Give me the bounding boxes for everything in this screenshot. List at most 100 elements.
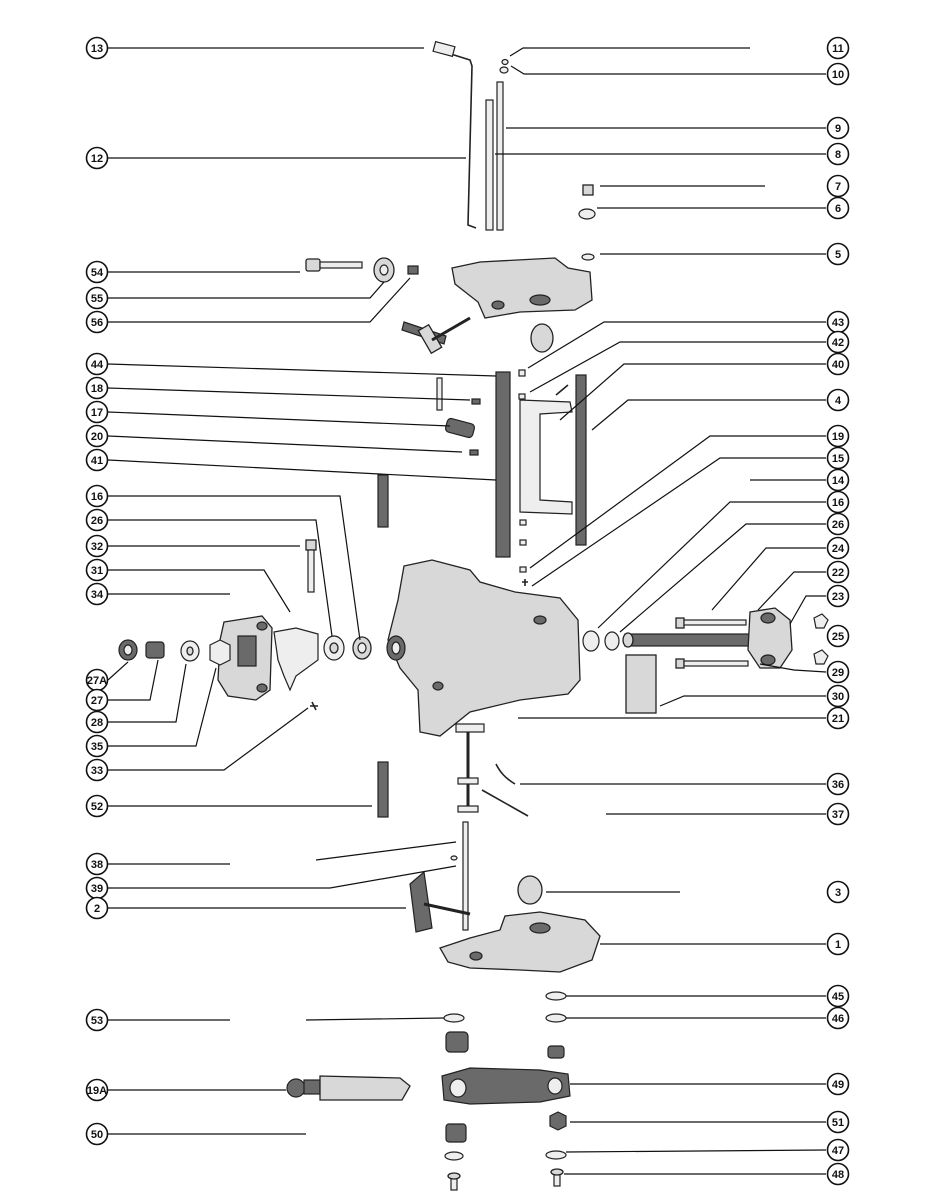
callout-circle bbox=[826, 802, 850, 826]
bolt-24 bbox=[675, 617, 747, 629]
right-callout-37: 37 bbox=[826, 802, 850, 826]
callout-number: 50 bbox=[91, 1129, 103, 1141]
t-handle-screw-2 bbox=[409, 870, 471, 933]
callout-number: 27A bbox=[87, 675, 107, 687]
callout-circle bbox=[826, 36, 850, 60]
callout-circle bbox=[826, 536, 850, 560]
t-handle-screw bbox=[401, 316, 471, 355]
callout-number: 7 bbox=[835, 181, 841, 193]
washer-53 bbox=[443, 1013, 465, 1023]
callout-number: 26 bbox=[832, 519, 844, 531]
callout-circle bbox=[826, 880, 850, 904]
tilt-lock-rod bbox=[432, 40, 477, 229]
right-callout-30: 30 bbox=[826, 684, 850, 708]
callout-circle bbox=[826, 330, 850, 354]
washer-55 bbox=[373, 257, 395, 283]
callout-circle bbox=[85, 448, 109, 472]
callout-number: 27 bbox=[91, 695, 103, 707]
callout-number: 13 bbox=[91, 43, 103, 55]
washer-16-left bbox=[323, 635, 345, 661]
callout-circle bbox=[826, 174, 850, 198]
swivel-pad-3 bbox=[517, 875, 543, 905]
callout-number: 43 bbox=[832, 317, 844, 329]
bolt-29 bbox=[675, 658, 749, 669]
callout-number: 6 bbox=[835, 203, 841, 215]
callout-circle bbox=[826, 512, 850, 536]
callout-number: 47 bbox=[832, 1145, 844, 1157]
right-callout-6: 6 bbox=[826, 196, 850, 220]
callout-circle bbox=[826, 446, 850, 470]
right-callout-7: 7 bbox=[826, 174, 850, 198]
callout-circle bbox=[85, 310, 109, 334]
nut-25 bbox=[813, 613, 829, 665]
washer-16-right bbox=[582, 630, 600, 652]
left-callout-28: 28 bbox=[85, 710, 109, 734]
callout-number: 33 bbox=[91, 765, 103, 777]
left-callout-52: 52 bbox=[85, 794, 109, 818]
left-callout-2: 2 bbox=[85, 896, 109, 920]
screw-48 bbox=[550, 1168, 564, 1187]
right-callout-42: 42 bbox=[826, 330, 850, 354]
callout-number: 53 bbox=[91, 1015, 103, 1027]
callout-number: 5 bbox=[835, 249, 841, 261]
callout-circle bbox=[85, 36, 109, 60]
callout-circle bbox=[826, 1072, 850, 1096]
left-callout-53: 53 bbox=[85, 1008, 109, 1032]
right-callout-22: 22 bbox=[826, 560, 850, 584]
callout-number: 44 bbox=[91, 359, 104, 371]
washer-28 bbox=[180, 640, 200, 662]
callout-circle bbox=[85, 1078, 109, 1102]
callout-number: 10 bbox=[832, 69, 844, 81]
callout-number: 25 bbox=[832, 631, 844, 643]
pin-5 bbox=[581, 253, 595, 261]
callout-circle bbox=[826, 584, 850, 608]
right-callout-11: 11 bbox=[826, 36, 850, 60]
right-callout-5: 5 bbox=[826, 242, 850, 266]
callout-circle bbox=[85, 260, 109, 284]
callout-number: 49 bbox=[832, 1079, 844, 1091]
callout-number: 35 bbox=[91, 741, 103, 753]
callout-circle bbox=[826, 684, 850, 708]
callout-number: 30 bbox=[832, 691, 844, 703]
right-callout-4: 4 bbox=[826, 388, 850, 412]
left-callout-27a: 27A bbox=[85, 668, 109, 692]
bushing-upper-right bbox=[547, 1045, 565, 1059]
right-callout-24: 24 bbox=[826, 536, 850, 560]
right-callout-16: 16 bbox=[826, 490, 850, 514]
callout-number: 36 bbox=[832, 779, 844, 791]
callout-circle bbox=[85, 484, 109, 508]
nut-7 bbox=[582, 184, 594, 196]
steering-link-31 bbox=[273, 627, 319, 692]
long-rod bbox=[496, 81, 504, 231]
tie-bar-19a bbox=[286, 1075, 411, 1101]
right-callout-21: 21 bbox=[826, 706, 850, 730]
left-callout-12: 12 bbox=[85, 146, 109, 170]
callout-circle bbox=[85, 896, 109, 920]
nut-51 bbox=[549, 1111, 567, 1131]
left-callout-54: 54 bbox=[85, 260, 109, 284]
spring-tube-52 bbox=[377, 761, 389, 818]
nut-27a bbox=[118, 639, 138, 661]
washer-47 bbox=[545, 1150, 567, 1160]
callout-circle bbox=[85, 146, 109, 170]
callout-number: 52 bbox=[91, 801, 103, 813]
callout-number: 11 bbox=[832, 43, 844, 55]
right-callout-40: 40 bbox=[826, 352, 850, 376]
right-callout-43: 43 bbox=[826, 310, 850, 334]
callout-circle bbox=[826, 1138, 850, 1162]
right-callout-10: 10 bbox=[826, 62, 850, 86]
right-callout-1: 1 bbox=[826, 932, 850, 956]
callout-number: 12 bbox=[91, 153, 103, 165]
o-ring-26-right bbox=[604, 631, 620, 651]
callout-circle bbox=[85, 558, 109, 582]
callout-number: 21 bbox=[832, 713, 844, 725]
callout-number: 55 bbox=[91, 293, 103, 305]
spring-17 bbox=[444, 417, 476, 439]
left-callout-32: 32 bbox=[85, 534, 109, 558]
right-callout-48: 48 bbox=[826, 1162, 850, 1186]
callout-circle bbox=[85, 508, 109, 532]
callout-circle bbox=[826, 1162, 850, 1186]
right-callout-36: 36 bbox=[826, 772, 850, 796]
callout-circle bbox=[85, 400, 109, 424]
bracket-frame-42 bbox=[519, 384, 573, 515]
